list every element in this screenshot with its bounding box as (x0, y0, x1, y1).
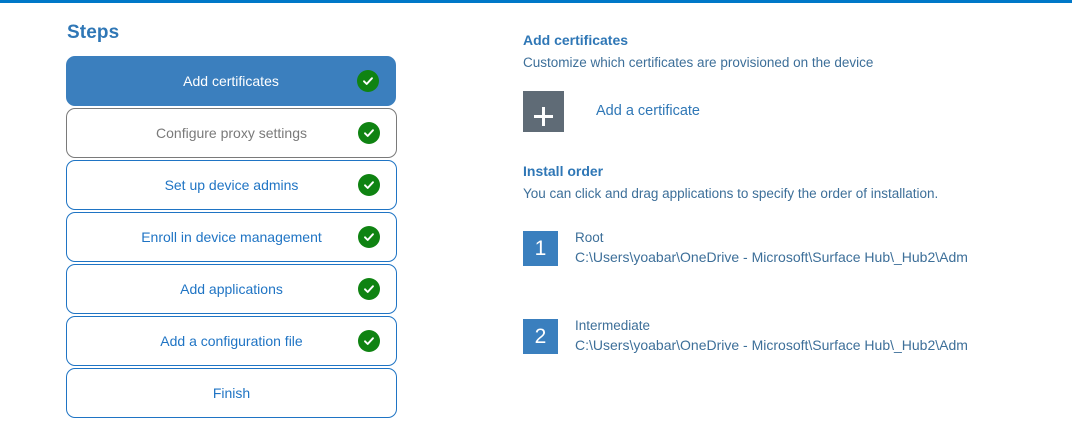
order-item-path: C:\Users\yoabar\OneDrive - Microsoft\Sur… (575, 248, 968, 265)
step-button-3[interactable]: Enroll in device management (66, 212, 397, 262)
step-label: Finish (212, 385, 251, 401)
plus-icon (523, 90, 564, 132)
check-circle-icon (357, 70, 379, 92)
order-item-path: C:\Users\yoabar\OneDrive - Microsoft\Sur… (575, 336, 968, 353)
step-button-5[interactable]: Add a configuration file (66, 316, 397, 366)
step-button-6[interactable]: Finish (66, 368, 397, 418)
step-button-0[interactable]: Add certificates (66, 56, 396, 106)
step-button-2[interactable]: Set up device admins (66, 160, 397, 210)
check-circle-icon (358, 278, 380, 300)
step-label: Add a configuration file (160, 333, 303, 349)
order-item-name: Root (575, 230, 604, 246)
add-certificate-label: Add a certificate (596, 103, 700, 120)
detail-subtitle: Customize which certificates are provisi… (523, 55, 874, 71)
detail-title: Add certificates (523, 32, 629, 48)
check-circle-icon (358, 122, 380, 144)
check-circle-icon (358, 330, 380, 352)
install-order-title: Install order (523, 162, 604, 179)
step-label: Set up device admins (164, 177, 299, 193)
order-item-name: Intermediate (575, 318, 651, 334)
add-certificate-button[interactable]: Add a certificate (523, 90, 700, 132)
detail-panel: Add certificates Customize which certifi… (523, 31, 1043, 405)
step-button-1[interactable]: Configure proxy settings (66, 108, 397, 158)
step-label: Enroll in device management (141, 229, 322, 245)
install-order-subtitle: You can click and drag applications to s… (523, 185, 939, 201)
order-number-badge: 1 (523, 231, 558, 267)
steps-title: Steps (67, 22, 120, 43)
step-button-4[interactable]: Add applications (66, 264, 397, 314)
check-circle-icon (358, 226, 380, 248)
step-label: Add applications (180, 281, 283, 297)
install-order-section: Install order You can click and drag app… (523, 162, 1043, 355)
check-circle-icon (358, 174, 380, 196)
order-number-badge: 2 (523, 319, 558, 355)
top-accent-rule (0, 0, 1072, 3)
step-label: Add certificates (183, 73, 279, 89)
step-label: Configure proxy settings (156, 125, 307, 141)
